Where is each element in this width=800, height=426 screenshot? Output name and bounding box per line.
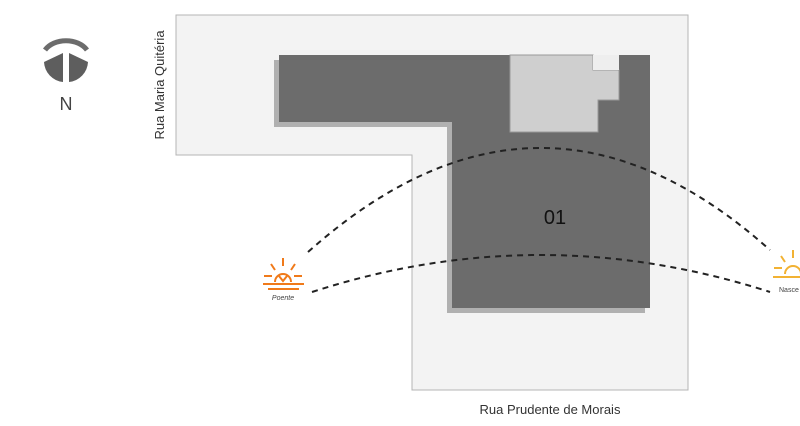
north-arrow-icon xyxy=(42,38,90,82)
compass-label: N xyxy=(60,94,73,114)
street-label-prudente-de-morais: Rua Prudente de Morais xyxy=(480,402,621,417)
sunset-icon xyxy=(263,258,304,290)
sun-path-summer xyxy=(307,147,771,253)
sunset-label: Poente xyxy=(272,295,294,302)
street-label-maria-quiteria: Rua Maria Quitéria xyxy=(152,30,167,140)
building-label: 01 xyxy=(544,207,566,229)
sunrise-label: Nasce xyxy=(779,287,799,294)
sunrise-icon xyxy=(773,250,800,278)
sun-path-winter xyxy=(311,254,771,293)
annex-notch xyxy=(593,55,619,70)
